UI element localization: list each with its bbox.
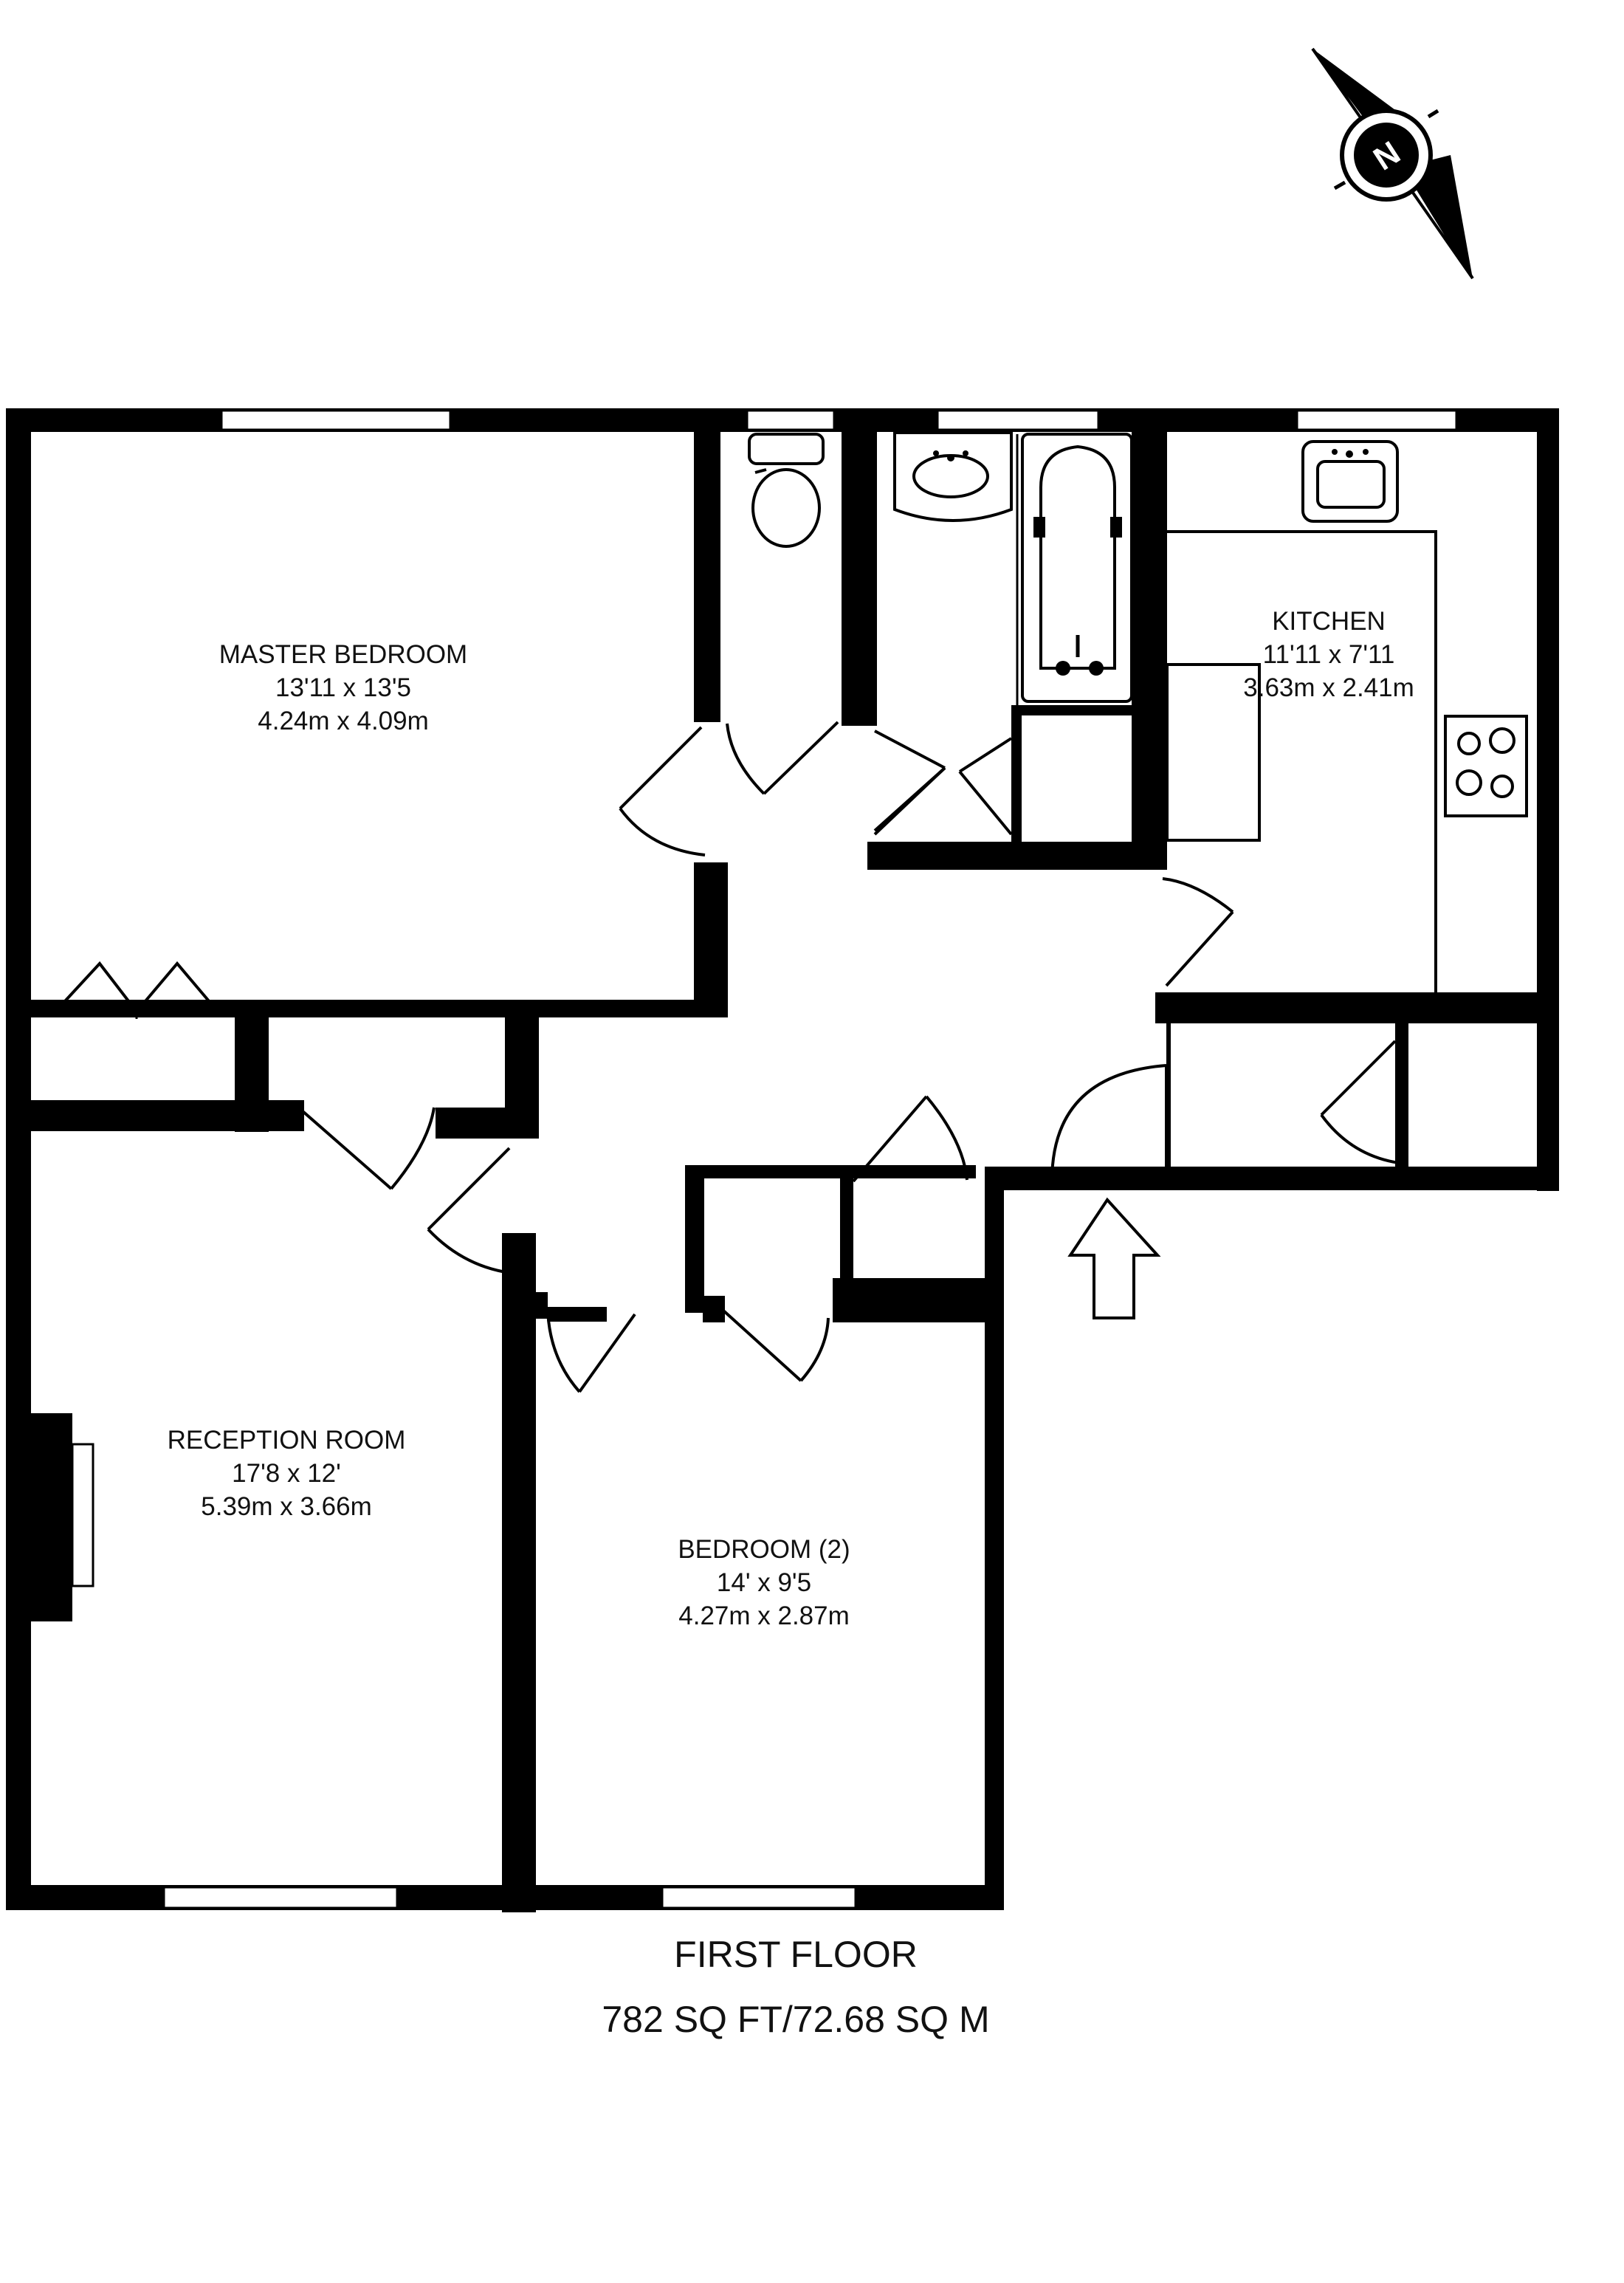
bath-icon bbox=[1021, 433, 1133, 703]
room-imperial: 13'11 x 13'5 bbox=[275, 673, 411, 702]
room-metric: 4.24m x 4.09m bbox=[258, 707, 429, 735]
floor-area: 782 SQ FT/72.68 SQ M bbox=[602, 1999, 989, 2040]
room-name: KITCHEN bbox=[1272, 607, 1386, 636]
room-metric: 4.27m x 2.87m bbox=[678, 1601, 850, 1630]
compass-north-icon: N bbox=[1311, 47, 1474, 280]
kitchen-sink-icon bbox=[1301, 440, 1399, 523]
doors bbox=[54, 721, 1400, 1393]
room-metric: 3.63m x 2.41m bbox=[1243, 673, 1414, 702]
room-name: BEDROOM (2) bbox=[678, 1535, 850, 1564]
room-label-reception-room: RECEPTION ROOM 17'8 x 12' 5.39m x 3.66m bbox=[168, 1426, 406, 1521]
toilet-icon bbox=[748, 433, 825, 548]
basin-icon bbox=[893, 431, 1013, 522]
room-label-kitchen: KITCHEN 11'11 x 7'11 3.63m x 2.41m bbox=[1243, 607, 1414, 702]
room-name: RECEPTION ROOM bbox=[168, 1426, 406, 1455]
entrance-arrow-icon bbox=[1067, 1197, 1161, 1319]
windows bbox=[27, 409, 1458, 1909]
floor-name: FIRST FLOOR bbox=[674, 1934, 918, 1975]
room-label-bedroom-2: BEDROOM (2) 14' x 9'5 4.27m x 2.87m bbox=[678, 1535, 850, 1630]
room-name: MASTER BEDROOM bbox=[219, 640, 467, 669]
room-label-master-bedroom: MASTER BEDROOM 13'11 x 13'5 4.24m x 4.09… bbox=[219, 640, 467, 735]
interior-walls bbox=[31, 408, 1558, 1912]
room-imperial: 17'8 x 12' bbox=[232, 1459, 341, 1488]
hob-icon bbox=[1444, 715, 1528, 817]
room-imperial: 11'11 x 7'11 bbox=[1263, 640, 1395, 669]
fixtures bbox=[748, 431, 1528, 992]
room-metric: 5.39m x 3.66m bbox=[201, 1492, 372, 1521]
room-imperial: 14' x 9'5 bbox=[717, 1568, 811, 1597]
